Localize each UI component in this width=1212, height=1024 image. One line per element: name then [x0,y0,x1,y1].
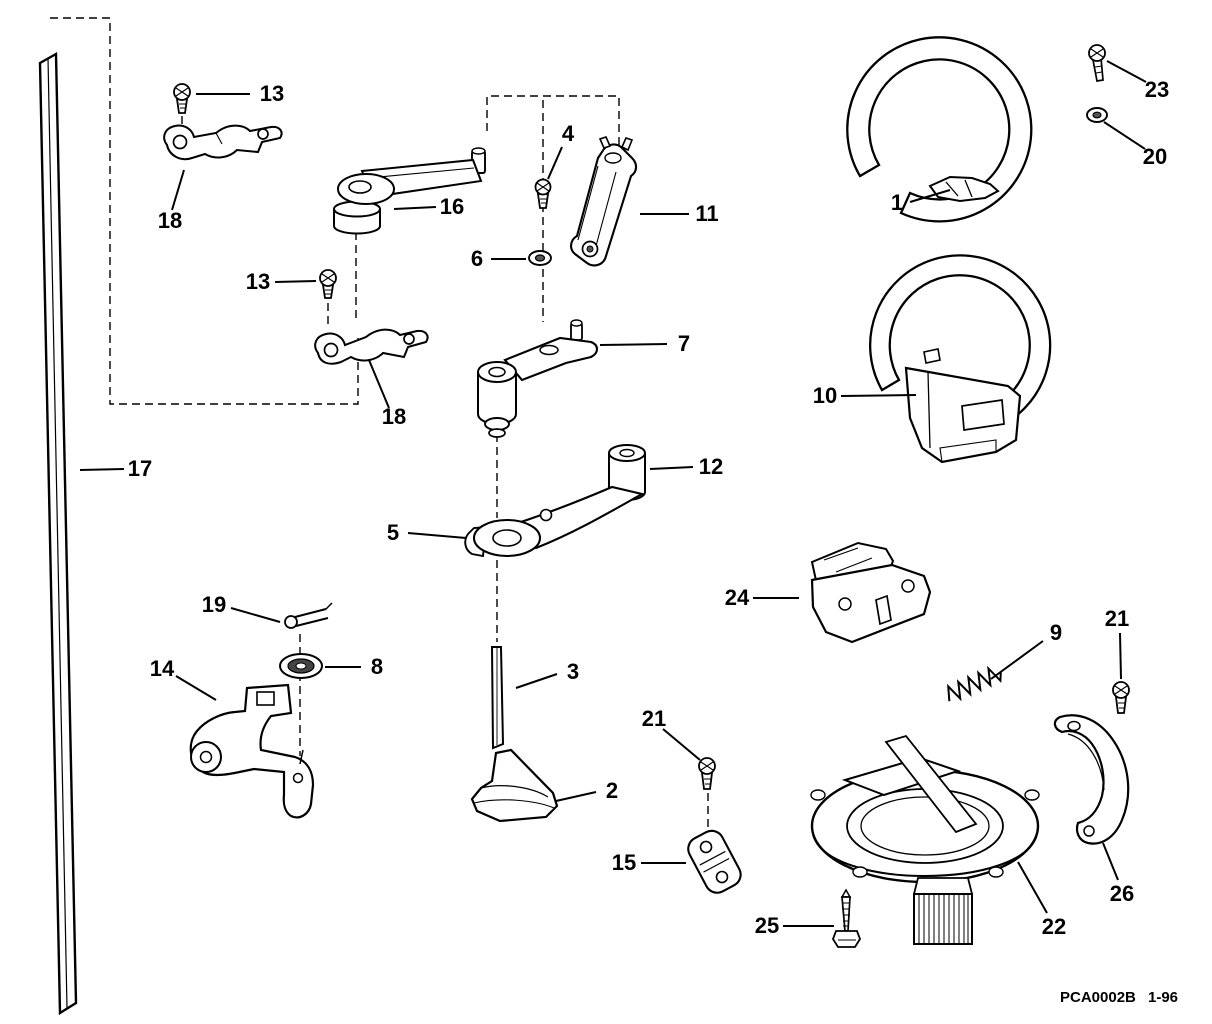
leader-14 [175,675,217,701]
callout-15: 15 [612,850,636,875]
callout-4: 4 [562,121,575,146]
part-23-screw [1088,44,1106,82]
callout-14: 14 [150,656,175,681]
callout-9: 9 [1050,620,1062,645]
part-10-clamp-ring-bracket [869,254,1052,464]
part-1-clamp-ring [846,36,1033,223]
callout-5: 5 [387,520,399,545]
leader-4 [547,146,563,180]
leader-13b [274,280,317,283]
leader-23 [1106,60,1147,83]
leader-10 [840,394,917,397]
part-6-washer [528,250,552,266]
part-17-shift-rod [38,51,78,1016]
part-22-adapter-plate [810,734,1040,945]
callout-18a: 18 [158,208,182,233]
part-4-screw [534,178,552,209]
leader-16 [393,206,437,210]
part-8-grommet [279,653,323,679]
leader-12 [649,466,694,470]
callout-11: 11 [695,201,718,226]
callout-22: 22 [1042,914,1066,939]
part-11-link [570,136,638,267]
leader-19 [230,607,281,623]
leader-20 [1103,121,1146,150]
footer: PCA0002B 1-96 [1060,989,1178,1006]
part-24-switch [810,541,932,644]
part-20-washer [1086,107,1108,123]
callout-6: 6 [471,246,483,271]
callout-23: 23 [1145,77,1169,102]
leader-5 [407,532,467,539]
part-18-cam-lever-top [163,124,283,161]
callout-1: 1 [891,190,903,215]
leader-17 [79,468,125,471]
callout-20: 20 [1143,144,1167,169]
footer-rev: 1-96 [1148,989,1178,1006]
callout-13b: 13 [246,269,270,294]
leader-18b [368,359,390,409]
leader-21a [662,728,701,761]
part-14-bracket [189,683,315,819]
part-21-screw-right [1112,681,1130,714]
leader-18a [171,169,185,211]
part-7-cam-follower [477,319,599,438]
callout-13a: 13 [260,81,284,106]
callout-10: 10 [813,383,837,408]
part-13-screw-top [173,83,191,114]
callout-labels: 13 18 16 13 18 4 6 11 7 12 5 19 8 14 3 2… [128,77,1169,939]
callout-24: 24 [725,585,750,610]
leader-7 [599,343,668,346]
part-19-cotter-pin [284,602,333,629]
callout-7: 7 [678,331,690,356]
callout-2: 2 [606,778,618,803]
callout-leader-lines [79,60,1147,927]
part-2-foot [470,748,559,823]
callout-17: 17 [128,456,152,481]
part-21-screw-left [698,757,716,790]
part-22-ribbed-strap [913,893,973,945]
callout-21b: 21 [1105,606,1129,631]
leader-1 [909,189,951,203]
callout-16: 16 [440,194,464,219]
callout-26: 26 [1110,881,1134,906]
footer-code: PCA0002B [1060,989,1136,1006]
callout-8: 8 [371,654,383,679]
part-12-throttle-arm [464,444,646,558]
leader-21b [1119,632,1122,680]
leader-22 [1017,861,1048,914]
callout-19: 19 [202,592,226,617]
part-13-screw-lower [319,269,337,299]
part-16-crank-arm [333,147,486,235]
callout-21a: 21 [642,706,666,731]
callout-3: 3 [567,659,579,684]
part-3-rod [490,646,505,750]
part-26-curved-bracket [1053,714,1130,845]
leader-2 [555,791,597,802]
leader-3 [515,673,558,689]
callout-25: 25 [755,913,779,938]
callout-12: 12 [699,454,723,479]
callout-18b: 18 [382,404,406,429]
part-25-screw [832,888,861,948]
leader-9 [990,640,1044,680]
part-15-clamp [687,829,742,894]
part-18-cam-lever-lower [314,328,429,365]
part-9-spring [947,665,1002,702]
leader-26 [1102,842,1119,881]
